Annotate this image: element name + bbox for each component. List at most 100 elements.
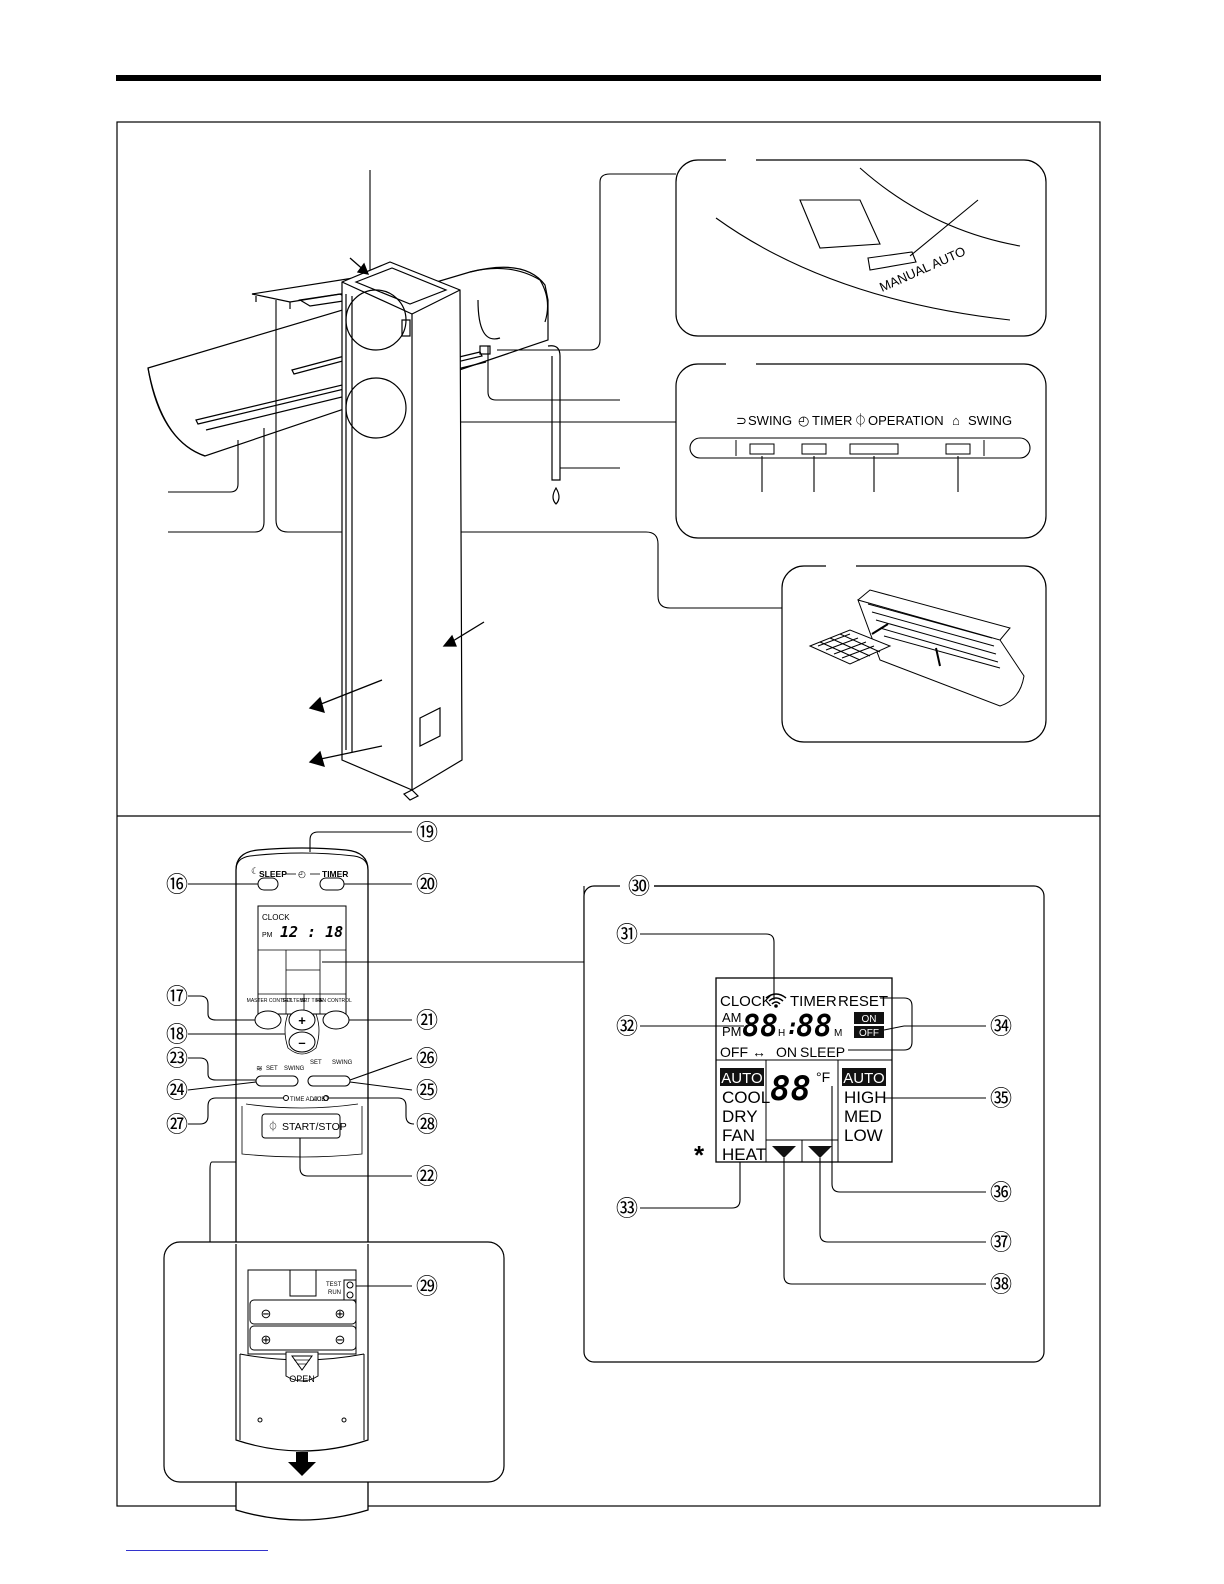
callout-26: ㉖ [416,1047,438,1072]
lcd-m: M [834,1028,842,1039]
swing-left-icon: ⊃ [736,413,747,428]
fan-control-button[interactable] [322,1010,350,1030]
callout-32: ㉜ [616,1015,638,1040]
sleep-icon: ☾ [251,866,259,876]
timer-label: TIMER [812,413,852,428]
swing-right-lamp [945,443,971,455]
lcd-off: OFF [859,1028,879,1039]
fan-med: MED [844,1107,882,1126]
open-label: OPEN [289,1374,315,1384]
outdoor-airflow-arrows [308,257,485,767]
swing-right-icon: ⌂ [952,413,960,428]
remote-clock-label: CLOCK [262,913,290,922]
remote-time-display: 12 : 18 [280,923,343,941]
start-stop-icon: ⏀ [268,1120,278,1133]
lcd-sleep: SLEEP [800,1044,845,1060]
footer-link-underline [126,1550,268,1551]
temp-up-button[interactable] [288,1009,316,1031]
fan-control-label: FAN CONTROL [316,998,352,1004]
mode-heat: HEAT [722,1145,766,1164]
lcd-leader-lines [640,933,986,1285]
callout-37: ㊲ [990,1231,1012,1256]
start-stop-button[interactable] [261,1113,341,1139]
lcd-deg-f: °F [816,1069,830,1085]
set-time-label: SET TIME [301,998,325,1004]
swing-right-label: SWING [968,413,1012,428]
callout-18: ⑱ [166,1023,188,1048]
test-run-switch[interactable] [343,1279,357,1301]
signal-icon [765,993,787,1005]
callout-36: ㊱ [990,1181,1012,1206]
lcd-hour-digits: 88 [742,1009,778,1044]
lcd-detail-panel: CLOCK TIMER RESET AM PM 88 H : 88 M ON O… [583,884,1045,1363]
mode-dry: DRY [722,1107,758,1126]
set-swing-right-button[interactable] [307,1075,351,1087]
minus-symbol: – [298,1035,305,1050]
sleep-button[interactable] [257,877,279,891]
lcd-on-right: ON [776,1044,797,1060]
test-run-label-2: RUN [328,1290,341,1296]
callout-21: ㉑ [416,1009,438,1034]
callout-28: ㉘ [416,1113,438,1138]
timer-button[interactable] [319,877,345,891]
fan-set-icon: ≋ [256,1064,263,1073]
remote-lcd [257,905,347,1015]
acl-label: ACL [313,1097,325,1103]
temp-down-button[interactable] [288,1031,316,1053]
header-rule [116,75,1101,81]
callout-20: ⑳ [416,873,438,898]
clock-icon: ◴ [298,869,306,879]
indicator-triangle-left [772,1146,796,1158]
callout-16: ⑯ [166,873,188,898]
mode-fan: FAN [722,1126,755,1145]
master-control-button[interactable] [254,1010,282,1030]
swing-left-label: SWING [748,413,792,428]
indicator-triangle-right [808,1146,832,1158]
callout-numbers: ⑯ ⑰ ⑱ ⑲ ⑳ ㉑ ㉒ ㉓ ㉔ ㉕ ㉖ ㉗ ㉘ ㉙ ㉚ ㉛ ㉜ ㉝ ㉞ ㉟ … [166,821,1012,1300]
slide-down-arrow [288,1452,316,1476]
fan-auto-badge [842,1068,886,1086]
callout-27: ㉗ [166,1113,188,1138]
fan-low: LOW [844,1126,883,1145]
set-swing-left-button[interactable] [255,1075,299,1087]
fan-high: HIGH [844,1088,887,1107]
lcd-arrow: ↔ [752,1044,766,1060]
start-stop-label: START/STOP [282,1121,347,1133]
manual-auto-panel: MANUAL AUTO [675,158,1047,337]
callout-25: ㉕ [416,1079,438,1104]
lcd-timer: TIMER [790,993,837,1010]
fan-auto: AUTO [843,1070,884,1087]
remote-pm-label: PM [262,932,273,939]
time-adjust-button[interactable] [283,1095,289,1101]
time-adjust-label: TIME ADJUST [290,1097,329,1103]
master-control-label: MASTER CONTROL [247,998,294,1004]
callout-17: ⑰ [166,985,188,1010]
callout-31: ㉛ [616,923,638,948]
swing-left-lamp [749,443,775,455]
battery-inset: ⊖ ⊕ ⊕ ⊖ TEST RUN OPEN [163,1241,505,1483]
operation-lamp [849,443,899,455]
outdoor-unit-drawing [341,261,463,801]
lcd-off-left: OFF [720,1044,748,1060]
callout-22: ㉒ [416,1165,438,1190]
indicator-panel: ⊃ SWING ◴ TIMER ⏀ OPERATION ⌂ SWING [675,362,1047,539]
lcd-minute-digits: 88 [796,1009,832,1044]
battery-plus-2: ⊕ [261,1332,272,1347]
lcd-clock: CLOCK [720,993,772,1010]
callout-24: ㉔ [166,1079,188,1104]
callout-33: ㉝ [616,1197,638,1222]
remote-sleep-label: SLEEP [259,869,287,879]
remote-set-label: SET [266,1066,278,1072]
callout-19: ⑲ [416,821,438,846]
remote-timer-label: TIMER [322,869,348,879]
remote-swing-label: SWING [284,1066,305,1072]
lcd-off-badge [854,1026,884,1038]
remote-swing-label-2: SWING [332,1060,353,1066]
callout-29: ㉙ [416,1275,438,1300]
acl-button[interactable] [323,1095,329,1101]
figure-frame [116,121,1101,1507]
lcd-asterisk: * [694,1140,705,1170]
plus-symbol: + [298,1013,306,1028]
lcd-colon: : [786,1015,799,1040]
